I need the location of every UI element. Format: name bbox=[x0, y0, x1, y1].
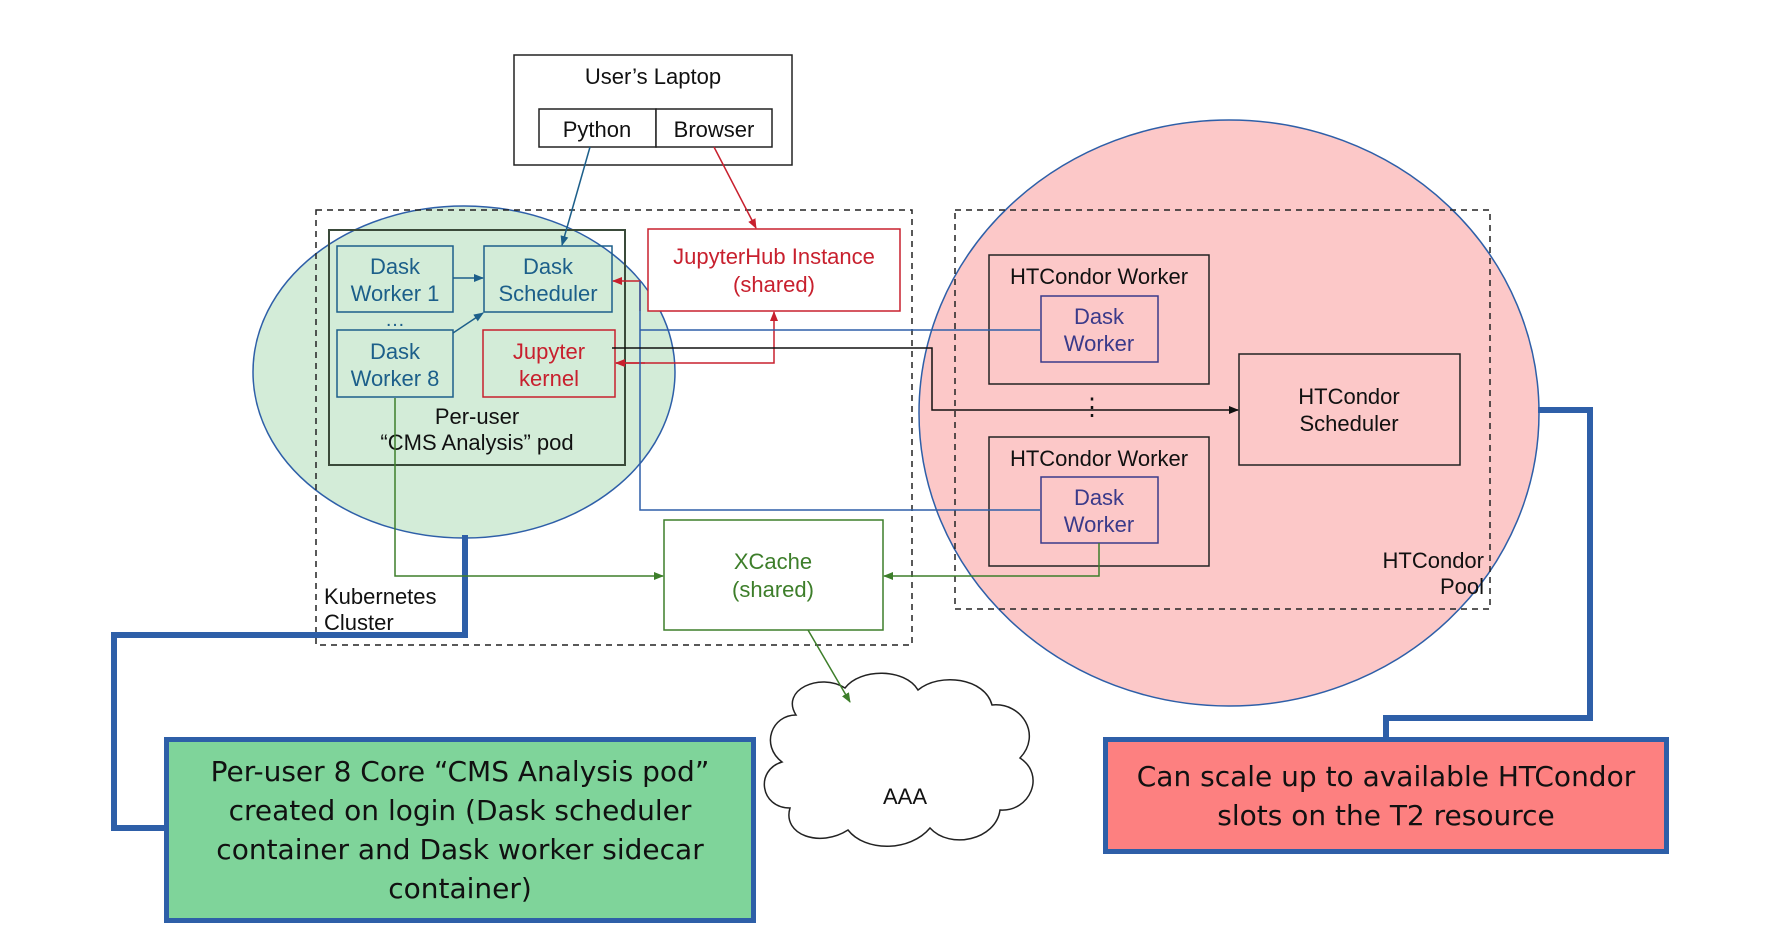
browser-to-jupyterhub-arrow bbox=[713, 146, 757, 229]
htcondor-pool-label-line1: HTCondor bbox=[1383, 548, 1484, 573]
dask-worker-8-box bbox=[336, 329, 454, 398]
pod-description-callout: Per-user 8 Core “CMS Analysis pod” creat… bbox=[164, 737, 756, 923]
dask-scheduler-line1: Dask bbox=[523, 254, 574, 279]
htcondor-dask-worker-1-line1: Dask bbox=[1074, 304, 1125, 329]
pod-label-line1: Per-user bbox=[435, 404, 519, 429]
htcondor-highlight-region bbox=[918, 119, 1540, 707]
python-label: Python bbox=[563, 117, 632, 142]
kubernetes-cluster-boundary bbox=[315, 209, 913, 646]
xcache-box bbox=[663, 519, 884, 631]
htcondor-worker-2-title: HTCondor Worker bbox=[1010, 446, 1188, 471]
python-to-scheduler-arrow bbox=[560, 146, 591, 246]
htcondor-dask-worker-2-line2: Worker bbox=[1064, 512, 1135, 537]
htc-worker-to-xcache-arrow bbox=[883, 543, 1100, 580]
users-laptop-title: User’s Laptop bbox=[585, 64, 721, 89]
left-callout-connector bbox=[111, 535, 468, 831]
htcondor-dask-worker-1-line2: Worker bbox=[1064, 331, 1135, 356]
jupyter-kernel-line2: kernel bbox=[519, 366, 579, 391]
jupyterhub-box bbox=[647, 228, 901, 312]
pod-to-htcondor-scheduler-arrow bbox=[612, 347, 1239, 414]
htc-worker-2-to-scheduler-link bbox=[639, 281, 1040, 511]
dask-scheduler-line2: Scheduler bbox=[498, 281, 597, 306]
xcache-line2: (shared) bbox=[732, 577, 814, 602]
htcondor-worker-1-title: HTCondor Worker bbox=[1010, 264, 1188, 289]
xcache-to-aaa-arrow bbox=[807, 629, 851, 703]
aaa-label: AAA bbox=[883, 784, 927, 809]
htcondor-dask-worker-2-line1: Dask bbox=[1074, 485, 1125, 510]
htcondor-workers-vdots: ⋮ bbox=[1080, 394, 1104, 421]
xcache-line1: XCache bbox=[734, 549, 812, 574]
htcondor-scaling-text: Can scale up to available HTCondor slots… bbox=[1136, 759, 1636, 832]
jupyterhub-line2: (shared) bbox=[733, 272, 815, 297]
htcondor-scheduler-box bbox=[1238, 353, 1461, 466]
jupyterhub-line1: JupyterHub Instance bbox=[673, 244, 875, 269]
browser-label: Browser bbox=[674, 117, 755, 142]
htcondor-scaling-callout: Can scale up to available HTCondor slots… bbox=[1103, 737, 1669, 854]
dask-worker-1-line1: Dask bbox=[370, 254, 421, 279]
right-callout-connector bbox=[1383, 407, 1593, 737]
htcondor-dask-worker-1-box bbox=[1040, 295, 1159, 363]
dask-worker-8-line2: Worker 8 bbox=[351, 366, 440, 391]
dask-worker-8-line1: Dask bbox=[370, 339, 421, 364]
jupyter-kernel-line1: Jupyter bbox=[513, 339, 585, 364]
htcondor-pool-label-line2: Pool bbox=[1440, 574, 1484, 599]
worker8-to-xcache-arrow bbox=[394, 398, 664, 580]
aaa-cloud bbox=[763, 672, 1034, 847]
jupyterhub-kernel-link bbox=[616, 311, 778, 364]
kubernetes-label-line1: Kubernetes bbox=[324, 584, 437, 609]
python-box bbox=[538, 108, 657, 148]
htcondor-scheduler-line2: Scheduler bbox=[1299, 411, 1398, 436]
kubernetes-label-line2: Cluster bbox=[324, 610, 394, 635]
pod-description-text: Per-user 8 Core “CMS Analysis pod” creat… bbox=[210, 755, 710, 905]
workers-ellipsis: … bbox=[385, 309, 405, 331]
dask-worker-1-line2: Worker 1 bbox=[351, 281, 440, 306]
pod-label-line2: “CMS Analysis” pod bbox=[380, 430, 573, 455]
htcondor-scheduler-line1: HTCondor bbox=[1298, 384, 1399, 409]
dask-worker-1-box bbox=[336, 245, 454, 313]
htcondor-worker-1-box bbox=[988, 254, 1210, 385]
worker8-to-scheduler-arrow bbox=[452, 312, 484, 334]
htcondor-pool-boundary bbox=[954, 209, 1491, 610]
